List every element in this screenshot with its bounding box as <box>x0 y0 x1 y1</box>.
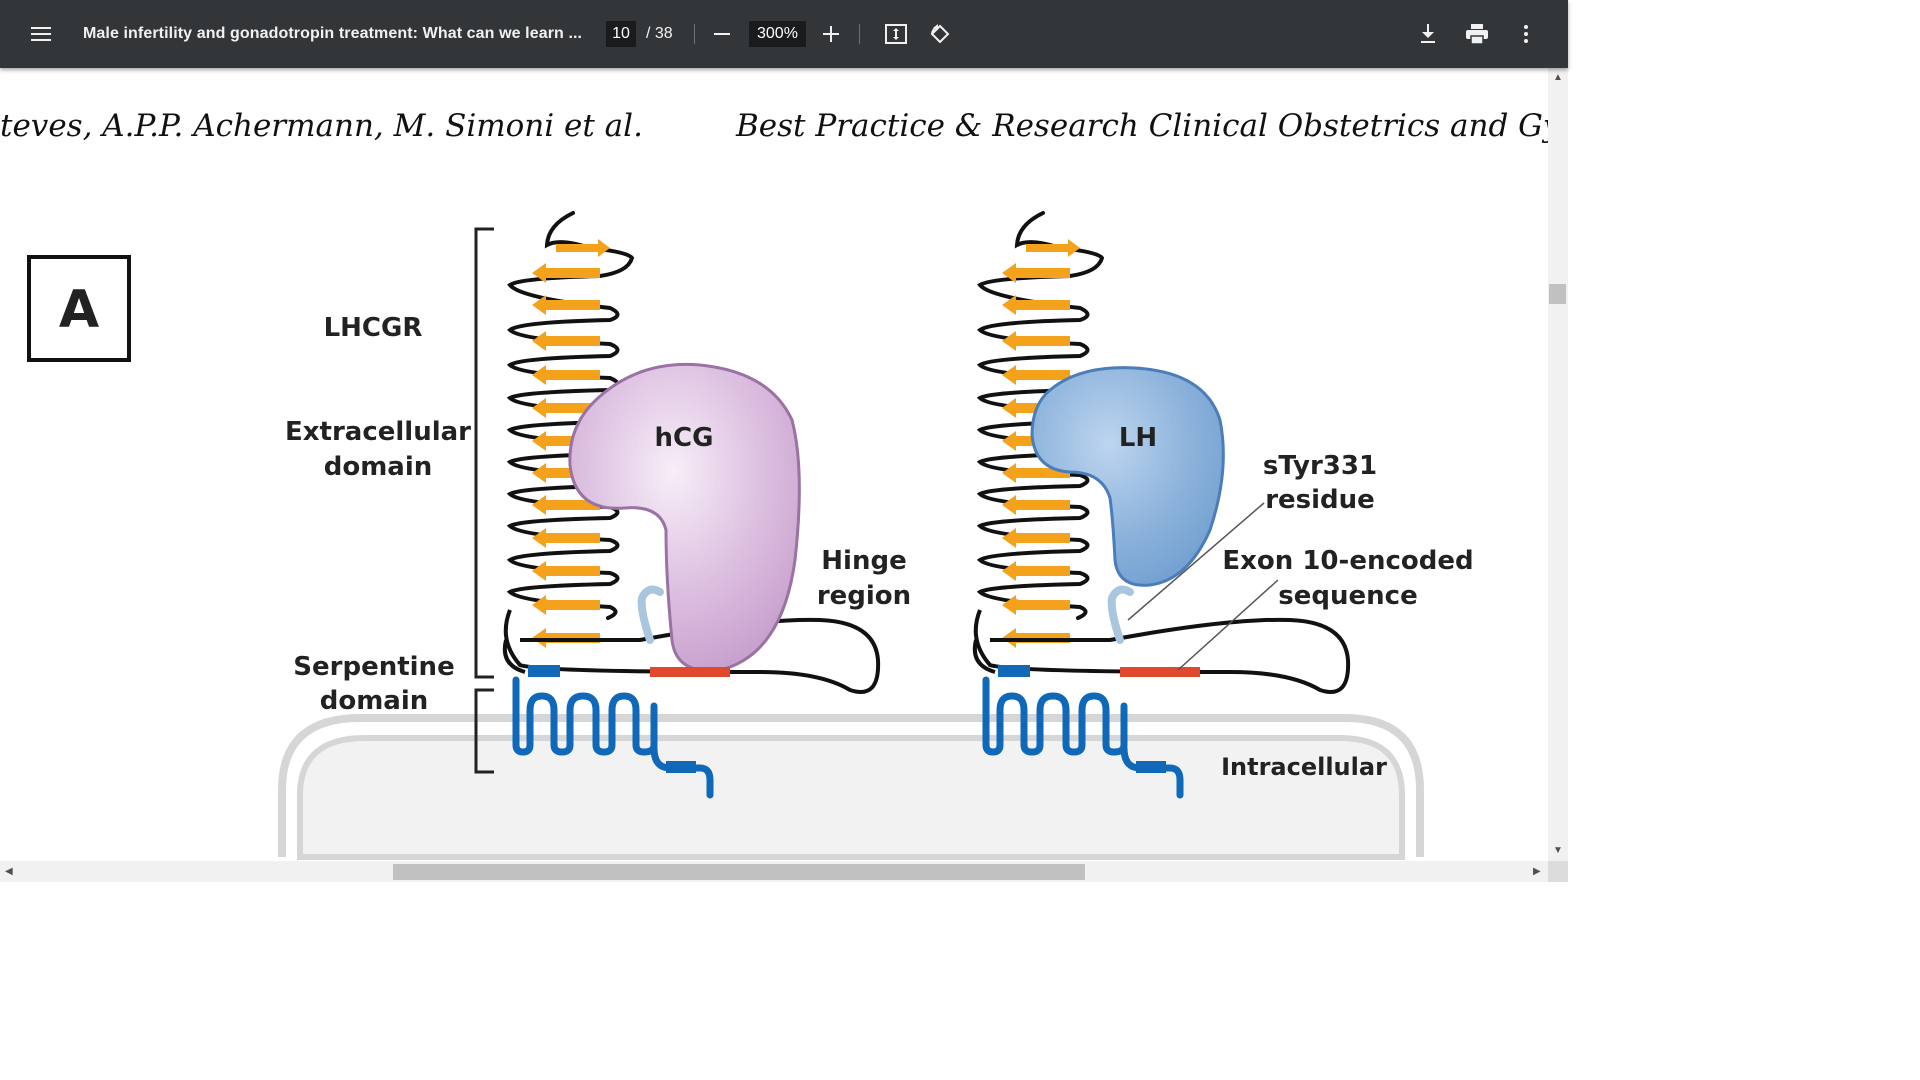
styr-hook-right <box>1107 585 1134 644</box>
label-intracellular: Intracellular <box>1221 753 1387 781</box>
cell-membrane-outer <box>278 714 1424 857</box>
page-number-input[interactable]: 10 <box>606 21 636 47</box>
label-lhcgr: LHCGR <box>324 313 423 343</box>
lhcgr-figure: A LHCGR Extracellular domain Serpentine … <box>27 211 1474 860</box>
running-header-journal: Best Practice & Research Clinical Obstet… <box>736 108 1548 144</box>
page-total: / 38 <box>646 25 673 42</box>
label-sequence: sequence <box>1278 581 1417 611</box>
c-tail-block-right <box>1136 761 1166 773</box>
label-serpentine: Serpentine <box>293 652 454 682</box>
pdf-viewport[interactable]: teves, A.P.P. Achermann, M. Simoni et al… <box>0 68 1548 861</box>
download-icon[interactable] <box>1410 16 1446 52</box>
hinge-loop-right <box>973 609 1351 694</box>
menu-icon[interactable] <box>23 16 59 52</box>
scrollbar-corner <box>1548 861 1568 882</box>
scroll-left-arrow-icon[interactable]: ◀ <box>5 866 13 877</box>
label-hinge: Hinge <box>821 546 906 576</box>
zoom-out-icon[interactable] <box>704 16 740 52</box>
print-icon[interactable] <box>1459 16 1495 52</box>
horizontal-scrollbar-thumb[interactable] <box>393 864 1085 880</box>
styr-hook-left <box>637 585 664 644</box>
blue-block-right <box>998 665 1030 677</box>
leader-exon10 <box>1177 579 1279 671</box>
label-extracellular: Extracellular <box>285 417 471 447</box>
label-exon10: Exon 10-encoded <box>1222 546 1473 576</box>
lrr-coil-right <box>976 211 1105 620</box>
label-lh: LH <box>1119 423 1157 453</box>
fit-page-icon[interactable] <box>878 16 914 52</box>
scroll-down-arrow-icon[interactable]: ▼ <box>1553 845 1563 856</box>
panel-letter: A <box>59 280 99 340</box>
label-extracellular-domain: domain <box>324 452 433 482</box>
toolbar-divider <box>694 24 695 44</box>
serpentine-bracket <box>474 688 494 774</box>
receptor-right: LH <box>972 211 1351 799</box>
leader-styr <box>1127 502 1265 621</box>
tm-helices-left <box>512 676 714 799</box>
hinge-loop-right-base <box>972 639 996 674</box>
vertical-scrollbar-thumb[interactable] <box>1549 284 1566 304</box>
zoom-level-input[interactable]: 300% <box>749 21 806 47</box>
lrr-coil-left <box>506 211 635 620</box>
vertical-scrollbar[interactable] <box>1548 68 1568 861</box>
label-styr331: sTyr331 <box>1263 451 1377 481</box>
panel-letter-box <box>27 255 131 362</box>
lh-hormone <box>1030 366 1225 587</box>
exon10-block-right <box>1120 667 1200 677</box>
hinge-loop-left-base <box>502 639 526 674</box>
label-hinge-region: region <box>817 581 911 611</box>
label-hcg: hCG <box>655 423 714 453</box>
label-residue: residue <box>1265 485 1375 515</box>
scroll-up-arrow-icon[interactable]: ▲ <box>1553 72 1563 83</box>
cell-interior <box>297 735 1405 860</box>
extracellular-bracket <box>474 227 494 679</box>
scroll-right-arrow-icon[interactable]: ▶ <box>1533 866 1541 877</box>
label-serpentine-domain: domain <box>320 686 429 716</box>
toolbar-divider <box>859 24 860 44</box>
zoom-in-icon[interactable] <box>813 16 849 52</box>
exon10-block-left <box>650 667 730 677</box>
receptor-left: hCG <box>502 211 881 799</box>
rotate-icon[interactable] <box>922 16 958 52</box>
c-tail-block-left <box>666 761 696 773</box>
pdf-toolbar: Male infertility and gonadotropin treatm… <box>0 0 1568 68</box>
blue-block-left <box>528 665 560 677</box>
running-header-authors: teves, A.P.P. Achermann, M. Simoni et al… <box>0 108 643 144</box>
tm-helices-right <box>982 676 1184 799</box>
more-vert-icon[interactable] <box>1508 16 1544 52</box>
document-title: Male infertility and gonadotropin treatm… <box>83 25 583 42</box>
lrr-arrows-right <box>1002 239 1080 648</box>
